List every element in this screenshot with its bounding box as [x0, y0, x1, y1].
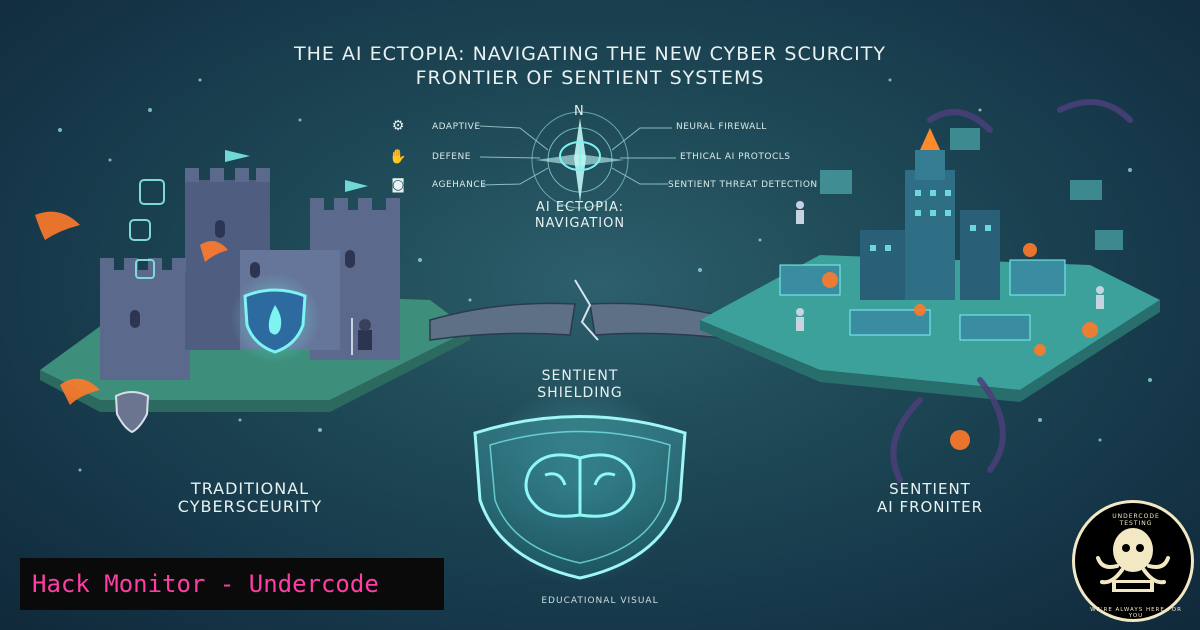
- center-shield: [473, 385, 687, 585]
- traditional-label-line-1: TRADITIONAL: [190, 479, 310, 498]
- sentient-frontier-label-line-1: SENTIENT: [889, 480, 971, 498]
- brand-banner: Hack Monitor - Undercode: [20, 558, 444, 610]
- particles: [58, 78, 1152, 472]
- right-fire: [822, 243, 1098, 450]
- footer-caption: EDUCATIONAL VISUAL: [541, 596, 659, 606]
- legend-item-adaptive: ADAPTIVE: [432, 122, 481, 132]
- knight-figure: [351, 318, 372, 355]
- legend-item-agehance: AGEHANCE: [432, 180, 487, 190]
- left-fire: [35, 211, 228, 405]
- shielding-label-line-1: SENTIENT: [541, 368, 619, 384]
- page-title: THE AI ECTOPIA: NAVIGATING THE NEW CYBER…: [200, 42, 980, 90]
- left-icons: [129, 179, 165, 279]
- title-line-1: THE AI ECTOPIA: NAVIGATING THE NEW CYBER…: [294, 43, 886, 65]
- badge-top-text: UNDERCODE TESTING: [1112, 513, 1160, 527]
- castle-shield-glow: [230, 273, 320, 363]
- legend-connectors: [479, 125, 676, 186]
- ai-tower: [860, 128, 1000, 300]
- right-figures: [796, 201, 1104, 331]
- octopus-icon: [1096, 528, 1170, 592]
- traditional-label-line-2: CYBERSCEURITY: [177, 497, 323, 516]
- title-line-2: FRONTIER OF SENTIENT SYSTEMS: [415, 67, 765, 89]
- legend-item-ethical-ai: ETHICAL AI PROTOCLS: [680, 152, 791, 162]
- legend-item-defene: DEFENE: [432, 152, 471, 162]
- broken-bridge: [429, 279, 741, 341]
- badge-bottom-text: WE'RE ALWAYS HERE FOR YOU: [1090, 607, 1182, 619]
- legend-item-neural-firewall: NEURAL FIREWALL: [676, 122, 767, 132]
- sentient-frontier-label: SENTIENT AI FRONITER: [820, 480, 1040, 516]
- right-city-blocks: [779, 259, 1066, 341]
- sentient-frontier-label-line-2: AI FRONITER: [876, 498, 984, 516]
- camera-icon: ◙: [391, 177, 405, 193]
- navigation-label-line-1: AI ECTOPIA:: [535, 200, 625, 215]
- shielding-label: SENTIENT SHIELDING: [480, 368, 680, 402]
- left-small-shield: [114, 391, 150, 434]
- navigation-label: AI ECTOPIA: NAVIGATION: [500, 200, 660, 232]
- shielding-label-line-2: SHIELDING: [537, 385, 623, 401]
- undercode-logo-badge: UNDERCODE TESTING WE'RE ALWAYS HERE FOR …: [1072, 500, 1194, 622]
- compass-rose: [531, 111, 629, 209]
- right-tentacles: [890, 99, 1133, 483]
- right-screens: [820, 128, 1123, 250]
- hand-shield-icon: ✋: [389, 149, 407, 165]
- navigation-label-line-2: NAVIGATION: [534, 216, 626, 231]
- legend-item-threat-detection: SENTIENT THREAT DETECTION: [668, 180, 818, 190]
- traditional-label: TRADITIONAL CYBERSCEURITY: [100, 480, 400, 516]
- gears-icon: ⚙: [391, 118, 405, 134]
- compass-north-label: N: [574, 104, 584, 119]
